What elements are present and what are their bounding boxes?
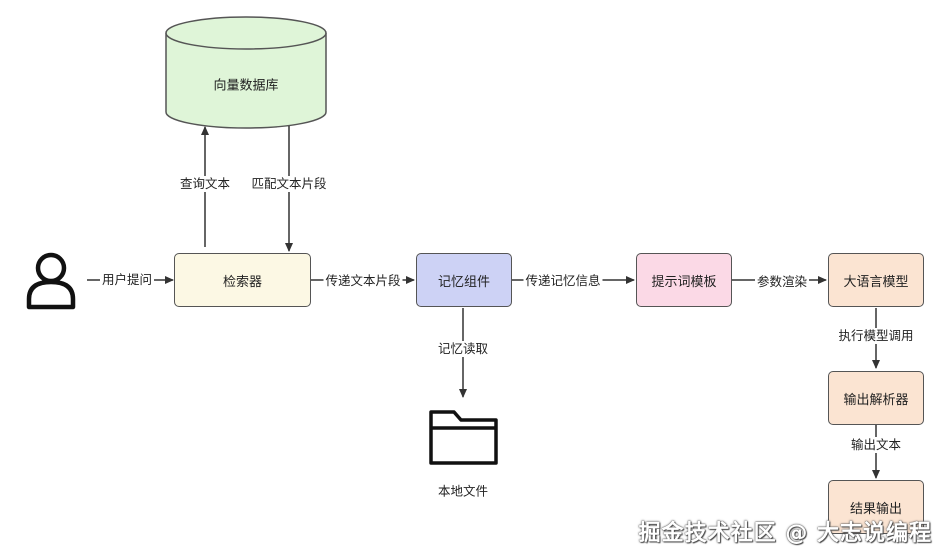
person-icon <box>26 252 76 310</box>
edge-label-run-model: 执行模型调用 <box>836 328 916 344</box>
prompt-template-node: 提示词模板 <box>636 253 732 307</box>
edge-label-query-text: 查询文本 <box>177 176 233 192</box>
result-output-label: 结果输出 <box>849 501 902 517</box>
edge-label-memory-read: 记忆读取 <box>435 341 491 357</box>
output-parser-label: 输出解析器 <box>843 392 909 408</box>
llm-label: 大语言模型 <box>843 274 909 290</box>
vector-db-label: 向量数据库 <box>213 78 279 94</box>
retriever-node: 检索器 <box>174 253 311 307</box>
edge-label-output-text: 输出文本 <box>848 437 904 453</box>
edge-label-param-render: 参数渲染 <box>754 274 810 290</box>
edge-label-pass-memory: 传递记忆信息 <box>523 273 603 289</box>
retriever-label: 检索器 <box>222 274 262 290</box>
memory-label: 记忆组件 <box>437 274 490 290</box>
vector-db-cylinder <box>165 16 327 129</box>
prompt-template-label: 提示词模板 <box>651 274 717 290</box>
edge-label-match-snippets: 匹配文本片段 <box>249 176 329 192</box>
llm-node: 大语言模型 <box>828 253 924 307</box>
memory-node: 记忆组件 <box>416 253 512 307</box>
result-output-node: 结果输出 <box>828 480 924 534</box>
folder-icon <box>429 410 498 465</box>
output-parser-node: 输出解析器 <box>828 371 924 425</box>
edge-label-pass-snippets: 传递文本片段 <box>323 273 403 289</box>
edge-label-user-question: 用户提问 <box>100 272 155 288</box>
watermark-text: 掘金技术社区 @ 大志说编程 <box>638 521 932 546</box>
local-file-caption: 本地文件 <box>437 483 489 499</box>
